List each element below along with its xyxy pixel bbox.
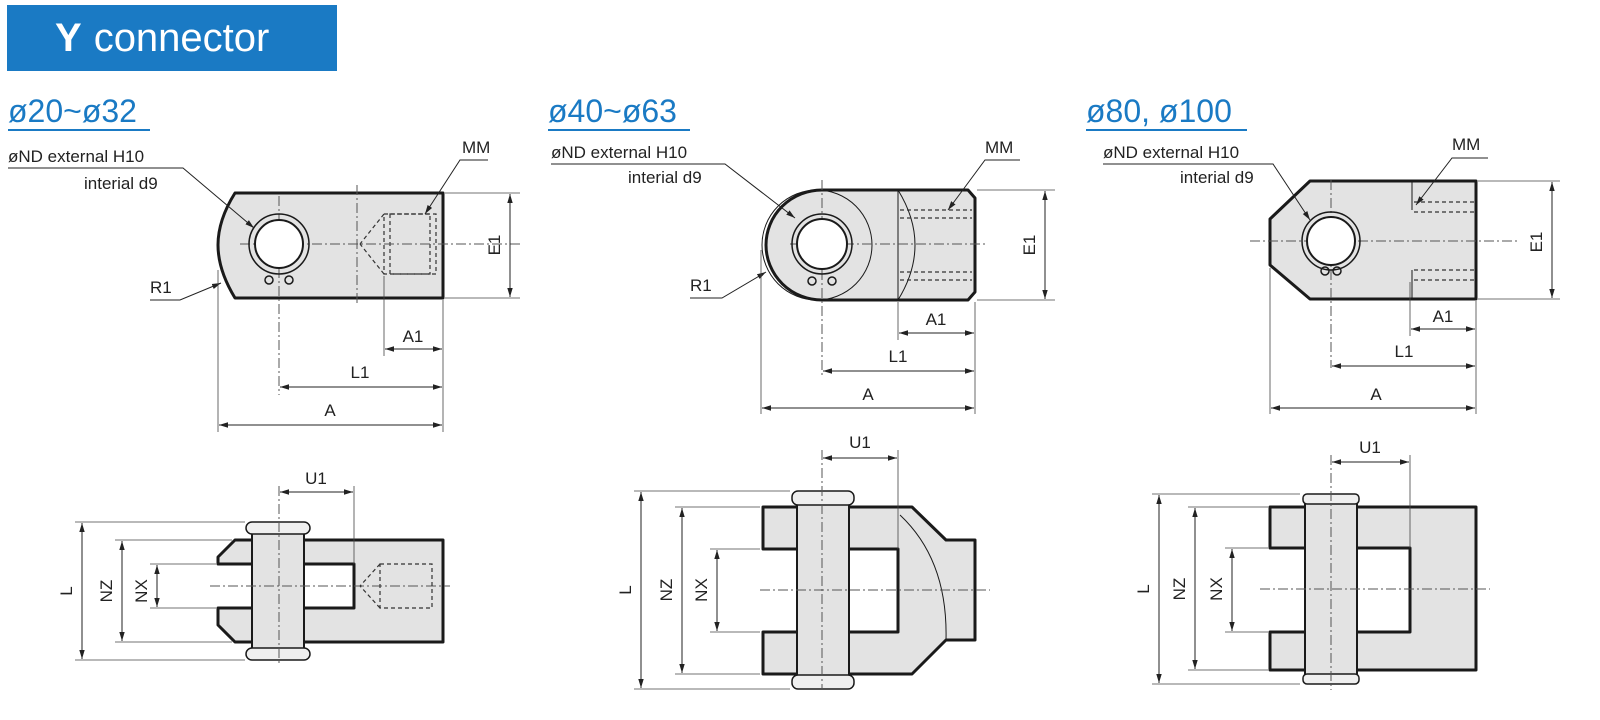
s2-ring-eye-right <box>827 276 837 286</box>
s3-nx-label: NX <box>1207 577 1226 601</box>
s2-a1-label: A1 <box>926 310 947 329</box>
section-2: ø40~ø63 øND external H10 interial d9 MM … <box>548 93 1055 690</box>
s1-pin-shank <box>251 530 305 652</box>
s2-side-view: U1 L NZ NX <box>616 433 990 690</box>
s3-a-label: A <box>1370 385 1382 404</box>
section-2-title: ø40~ø63 <box>548 93 677 129</box>
s3-nd-leader <box>1103 163 1311 221</box>
s3-pin-hole <box>1306 216 1356 266</box>
s2-mm-label: MM <box>985 138 1013 157</box>
s2-a-label: A <box>862 385 874 404</box>
s2-nd-leader <box>551 163 796 219</box>
s2-pin-hole <box>796 218 848 270</box>
s2-nd-sublabel: interial d9 <box>628 168 702 187</box>
s1-nd-label: øND external H10 <box>8 147 144 166</box>
s3-side-view: U1 L NZ NX <box>1134 438 1490 690</box>
section-1: ø20~ø32 øND external H10 interial d9 MM … <box>8 93 522 665</box>
banner-title: connector <box>93 15 270 60</box>
s1-e1-label: E1 <box>485 235 504 256</box>
section-3-title: ø80, ø100 <box>1086 93 1232 129</box>
s1-u1-label: U1 <box>305 469 327 488</box>
s3-l-label: L <box>1134 584 1153 593</box>
s2-r1-label: R1 <box>690 276 712 295</box>
s1-mm-leader <box>424 159 488 215</box>
s2-nz-label: NZ <box>657 579 676 602</box>
s1-nz-label: NZ <box>97 580 116 603</box>
s2-l1-label: L1 <box>889 347 908 366</box>
s1-l-label: L <box>57 586 76 595</box>
s3-a1-label: A1 <box>1433 307 1454 326</box>
section-3: ø80, ø100 øND external H10 interial d9 M… <box>1086 93 1560 690</box>
s3-e1-label: E1 <box>1527 232 1546 253</box>
s1-side-view: U1 L NZ NX <box>57 469 450 665</box>
s1-nd-leader <box>8 167 255 229</box>
s2-u1-label: U1 <box>849 433 871 452</box>
s1-ring-eye-right <box>284 275 294 285</box>
s3-l1-label: L1 <box>1395 342 1414 361</box>
s1-nd-sublabel: interial d9 <box>84 174 158 193</box>
s2-retaining-ring <box>791 213 853 275</box>
s1-a1-label: A1 <box>403 327 424 346</box>
s2-pin-head-top <box>791 490 855 506</box>
s1-pin-hole <box>254 219 304 269</box>
s1-top-view: øND external H10 interial d9 MM R1 E1 A1… <box>8 138 522 432</box>
s2-l-label: L <box>616 585 635 594</box>
s3-nd-label: øND external H10 <box>1103 143 1239 162</box>
s2-e1-label: E1 <box>1020 235 1039 256</box>
s1-pin-head-bottom <box>245 647 311 661</box>
s1-pin-head-top <box>245 521 311 535</box>
s1-r1-label: R1 <box>150 278 172 297</box>
s2-top-view: øND external H10 interial d9 MM R1 E1 A1… <box>551 138 1055 414</box>
s1-body-outline <box>216 191 445 300</box>
s3-ring-eye-left <box>1320 266 1330 276</box>
title-banner: Y connector <box>7 5 337 71</box>
s1-ring-eye-left <box>264 275 274 285</box>
s2-r1-leader <box>690 271 767 299</box>
s3-body-outline <box>1268 179 1478 301</box>
s2-ring-eye-left <box>807 276 817 286</box>
s3-nd-sublabel: interial d9 <box>1180 168 1254 187</box>
s2-nx-label: NX <box>692 578 711 602</box>
s2-pin-head-bottom <box>791 674 855 690</box>
s3-ring-eye-right <box>1332 266 1342 276</box>
s2-nd-label: øND external H10 <box>551 143 687 162</box>
s3-nz-label: NZ <box>1170 578 1189 601</box>
banner-symbol: Y <box>55 15 82 60</box>
s3-top-view: øND external H10 interial d9 MM E1 A1 L1… <box>1103 135 1560 414</box>
s1-retaining-ring <box>248 213 310 275</box>
s1-mm-label: MM <box>462 138 490 157</box>
s3-mm-leader <box>1415 157 1488 206</box>
s1-l1-label: L1 <box>351 363 370 382</box>
s3-retaining-ring <box>1301 211 1361 271</box>
s3-u1-label: U1 <box>1359 438 1381 457</box>
s3-mm-label: MM <box>1452 135 1480 154</box>
s2-boss-circle <box>761 189 873 301</box>
s1-nx-label: NX <box>132 579 151 603</box>
s1-r1-leader <box>150 282 222 301</box>
s2-mm-leader <box>947 159 1020 211</box>
s1-a-label: A <box>324 401 336 420</box>
section-1-title: ø20~ø32 <box>8 93 137 129</box>
